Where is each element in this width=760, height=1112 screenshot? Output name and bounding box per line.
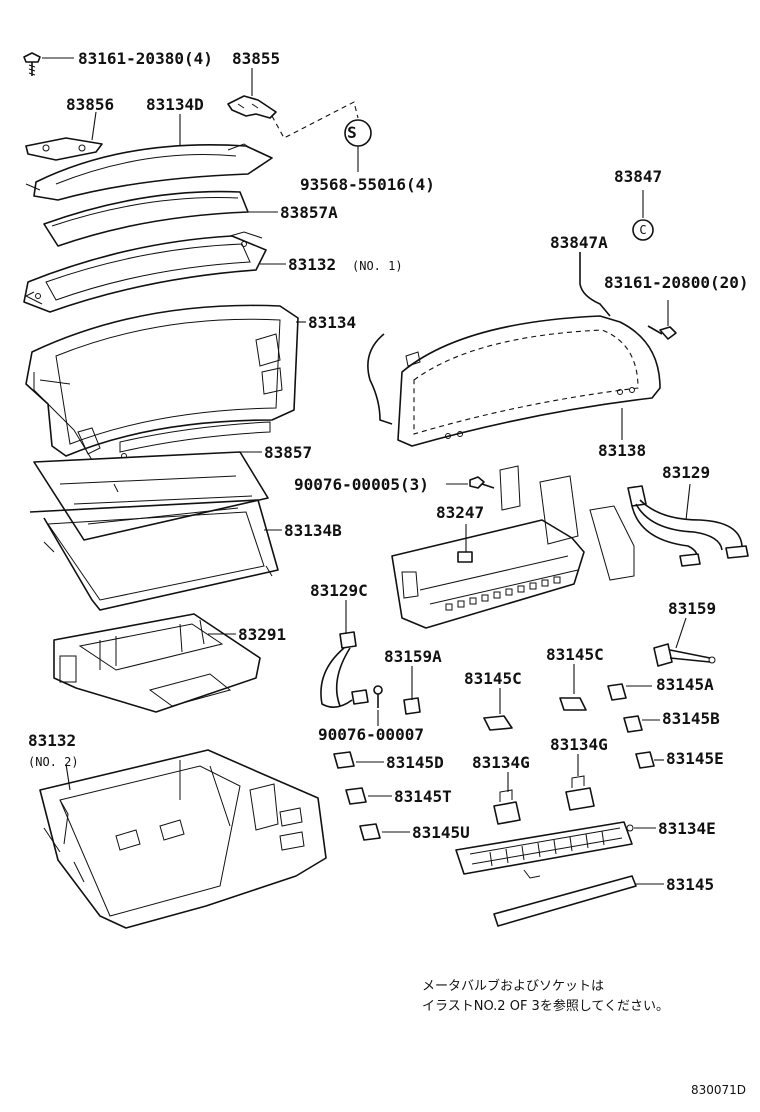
pad-83145e-drawing bbox=[635, 751, 655, 769]
socket-83134g-1-drawing bbox=[493, 789, 521, 825]
harness-83129c-drawing bbox=[320, 631, 369, 708]
label-83856: 83856 bbox=[66, 95, 114, 114]
label-90076-00005: 90076-00005(3) bbox=[294, 475, 429, 494]
label-83132-no1: 83132 bbox=[288, 255, 336, 274]
label-83145a: 83145A bbox=[656, 675, 714, 694]
label-83138: 83138 bbox=[598, 441, 646, 460]
case-83134-drawing bbox=[25, 304, 299, 465]
wire-83847a-lower bbox=[367, 333, 393, 425]
pad-83145d-drawing bbox=[333, 751, 355, 769]
label-83291: 83291 bbox=[238, 625, 286, 644]
label-83847a: 83847A bbox=[550, 233, 608, 252]
cover-83134d-drawing bbox=[25, 143, 273, 201]
pad-83145u-drawing bbox=[359, 823, 381, 841]
board-83247-drawing bbox=[391, 465, 635, 629]
board-83291-drawing bbox=[53, 613, 261, 713]
plate-83857a-drawing bbox=[43, 190, 249, 247]
label-93568-55016: 93568-55016(4) bbox=[300, 175, 435, 194]
c-symbol-letter: C bbox=[639, 223, 646, 237]
bracket-83856-drawing bbox=[25, 137, 103, 161]
label-83161-20800: 83161-20800(20) bbox=[604, 273, 749, 292]
screw-83161-20380-drawing bbox=[23, 52, 41, 76]
label-83145b: 83145B bbox=[662, 709, 720, 728]
label-83161-20380: 83161-20380(4) bbox=[78, 49, 213, 68]
pad-83145t-drawing bbox=[345, 787, 367, 805]
label-83129c: 83129C bbox=[310, 581, 368, 600]
plate-83857-drawing bbox=[33, 451, 269, 541]
pad-83145a-drawing bbox=[607, 683, 627, 701]
screw-90076-00007-drawing bbox=[373, 685, 383, 708]
pad-83145c-1-drawing bbox=[483, 715, 513, 731]
label-83159: 83159 bbox=[668, 599, 716, 618]
clip-83855-drawing bbox=[227, 95, 277, 119]
c-symbol-circle bbox=[632, 219, 654, 241]
housing-83132-no2-drawing bbox=[39, 749, 327, 929]
pad-83145b-drawing bbox=[623, 715, 643, 733]
leader-83132-no2 bbox=[65, 763, 71, 791]
lens-83138-drawing bbox=[397, 315, 661, 447]
label-83847: 83847 bbox=[614, 167, 662, 186]
label-83145c-2: 83145C bbox=[546, 645, 604, 664]
label-83857a: 83857A bbox=[280, 203, 338, 222]
label-83145t: 83145T bbox=[394, 787, 452, 806]
guide-83145-drawing bbox=[493, 875, 637, 927]
frame-83132-no1-drawing bbox=[23, 231, 267, 313]
screw-90076-00005-drawing bbox=[469, 476, 495, 489]
leader-83856 bbox=[91, 111, 97, 141]
figure-reference: 830071D bbox=[691, 1083, 746, 1097]
label-83145: 83145 bbox=[666, 875, 714, 894]
harness-83129-drawing bbox=[627, 485, 749, 567]
label-83129: 83129 bbox=[662, 463, 710, 482]
frame-83134b-drawing bbox=[29, 499, 279, 611]
bulb-83159a-drawing bbox=[403, 697, 421, 715]
s-symbol-letter: S bbox=[347, 123, 357, 142]
label-83247: 83247 bbox=[436, 503, 484, 522]
label-83134e: 83134E bbox=[658, 819, 716, 838]
label-83145e: 83145E bbox=[666, 749, 724, 768]
label-83134g-2: 83134G bbox=[550, 735, 608, 754]
label-83132-no1-suffix: (NO. 1) bbox=[352, 259, 403, 273]
dashed-link-s bbox=[271, 101, 359, 139]
label-83134d: 83134D bbox=[146, 95, 204, 114]
strip-83134e-drawing bbox=[455, 821, 634, 879]
label-83855: 83855 bbox=[232, 49, 280, 68]
note-line-1: メータバルブおよびソケットは bbox=[422, 978, 604, 994]
label-90076-00007: 90076-00007 bbox=[318, 725, 424, 744]
leader-83159 bbox=[675, 617, 687, 649]
label-83145c-1: 83145C bbox=[464, 669, 522, 688]
label-83134: 83134 bbox=[308, 313, 356, 332]
label-83134g-1: 83134G bbox=[472, 753, 530, 772]
label-83134b: 83134B bbox=[284, 521, 342, 540]
label-83145u: 83145U bbox=[412, 823, 470, 842]
wire-83847a-upper bbox=[579, 252, 611, 317]
pad-83145c-2-drawing bbox=[559, 697, 587, 711]
socket-83134g-2-drawing bbox=[565, 775, 595, 811]
label-83159a: 83159A bbox=[384, 647, 442, 666]
label-83132-no2: 83132 bbox=[28, 731, 76, 750]
leader-83129 bbox=[685, 483, 691, 521]
label-83132-no2-suffix: (NO. 2) bbox=[28, 755, 79, 769]
socket-83159-drawing bbox=[653, 643, 716, 667]
label-83145d: 83145D bbox=[386, 753, 444, 772]
note-line-2: イラストNO.2 OF 3を参照してください。 bbox=[422, 998, 669, 1014]
screw-83161-20800-drawing bbox=[647, 325, 677, 340]
label-83857: 83857 bbox=[264, 443, 312, 462]
